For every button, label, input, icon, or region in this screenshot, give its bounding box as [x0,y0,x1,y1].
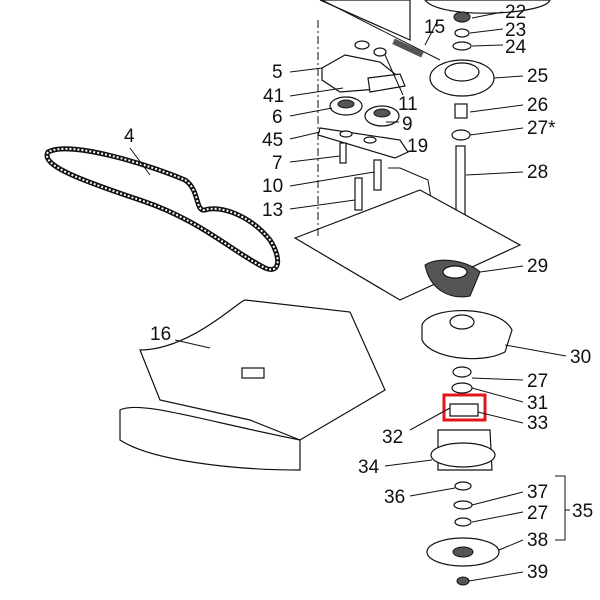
part-bracket-top [319,0,551,61]
label-25: 25 [527,66,548,87]
label-45: 45 [262,130,283,151]
label-28: 28 [527,162,548,183]
part-blower-housing [421,309,513,360]
label-27-star: 27* [527,118,556,139]
part-lower-stack [426,366,500,586]
label-7: 7 [272,153,283,174]
part-idler-pulleys [317,96,433,211]
label-10: 10 [262,176,283,197]
label-29: 29 [527,256,548,277]
callout-labels: 22 23 24 15 5 25 41 11 26 6 9 27* 45 19 … [124,2,593,583]
label-41: 41 [263,86,284,107]
label-26: 26 [527,95,548,116]
label-34: 34 [358,457,380,478]
label-36: 36 [384,487,405,508]
part-belt [44,146,281,272]
label-23: 23 [505,20,526,41]
label-27: 27 [527,371,548,392]
label-22: 22 [505,2,526,23]
label-38: 38 [527,530,548,551]
label-11: 11 [398,94,418,115]
label-15: 15 [424,17,445,38]
leader-lines [129,11,570,582]
part-mounting-plate [293,20,522,301]
part-idler-plates [321,38,424,93]
label-13: 13 [262,200,283,221]
label-27-lower: 27 [527,503,548,524]
label-35: 35 [572,501,593,522]
label-24: 24 [505,37,527,58]
label-6: 6 [272,107,283,128]
label-16: 16 [150,324,171,345]
label-39: 39 [527,562,548,583]
label-31: 31 [527,393,548,414]
label-32: 32 [382,427,403,448]
label-5: 5 [272,62,283,83]
label-37: 37 [527,482,548,503]
label-19: 19 [407,136,428,157]
highlight-box [442,393,487,422]
label-30: 30 [570,347,591,368]
label-33: 33 [527,413,548,434]
label-4: 4 [124,126,135,147]
part-shroud [119,299,386,471]
label-9: 9 [402,114,413,135]
part-spindle-stack [429,11,495,222]
